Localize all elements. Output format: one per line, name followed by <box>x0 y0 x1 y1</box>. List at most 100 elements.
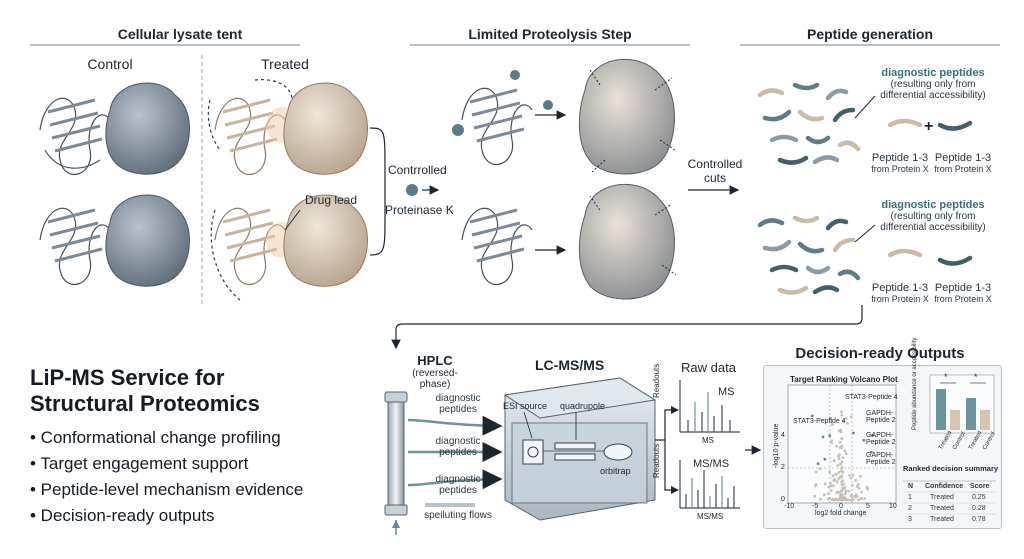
volcano-label-5: GAPDH-Peptide 2 <box>866 452 896 466</box>
surface-treated-top <box>283 82 368 175</box>
lcms-title: LC-MS/MS <box>535 357 605 373</box>
abundance-ylabel: Peptide abundance or accessibility <box>912 337 918 430</box>
hplc-diag-1a: diagnostic <box>435 393 481 404</box>
volcano-xtick-1: -10 <box>784 503 795 510</box>
service-title-1: LiP-MS Service for <box>30 365 225 390</box>
hplc-diag-2a: diagnostic <box>435 436 481 447</box>
volcano-label-3: GAPDH-Peptide 2 <box>866 410 896 424</box>
pep-label-3: Peptide 1-3 <box>871 282 929 294</box>
summary-r2-score: 0.28 <box>972 505 986 512</box>
ms-spectrum <box>679 380 740 433</box>
summary-h-score: Score <box>970 483 990 490</box>
lcms-orbi: orbitrap <box>600 466 631 476</box>
header-lip-step: Limited Proteolysis Step <box>468 26 632 42</box>
outputs-panel <box>763 365 1002 529</box>
hplc-diag-2b: peptides <box>439 447 477 458</box>
lip-surface-bottom <box>578 184 675 300</box>
diag-title-bottom: diagnostic peptides <box>881 199 985 211</box>
volcano-ylabel: -log10 p-value <box>773 423 780 468</box>
volcano-xtick-4: 5 <box>866 503 870 510</box>
cuts-line1: Controlled <box>687 157 743 171</box>
summary-h-n: N <box>908 483 914 490</box>
service-title-2: Structural Proteomics <box>30 391 260 416</box>
hplc-diag-1b: peptides <box>439 404 477 415</box>
lcms-quad: quadrupole <box>560 401 606 411</box>
service-bullet-2: • Target engagement support <box>30 454 249 473</box>
cuts-line2: cuts <box>703 171 726 185</box>
lcms-esi: ESI source <box>503 401 548 411</box>
service-bullet-3: • Peptide-level mechanism evidence <box>30 480 304 499</box>
volcano-xtick-5: 10 <box>889 503 897 510</box>
ribbon-treated-top <box>207 79 293 176</box>
volcano-ytick-3: 4 <box>781 432 785 439</box>
raw-msms-label: MS/MS <box>693 458 730 470</box>
diag-sub1-top: (resulting only from <box>890 79 976 90</box>
hplc-diag-3b: peptides <box>439 485 477 496</box>
surface-control-bottom <box>105 194 190 287</box>
ribbon-control-bottom <box>39 207 111 286</box>
abundance-sig-1: * <box>944 372 948 382</box>
hplc-diag-3a: diagnostic <box>435 474 481 485</box>
pep-from-4: from Protein X <box>934 294 992 304</box>
lip-surface-top <box>578 59 675 175</box>
raw-msms-axis: MS/MS <box>697 512 724 521</box>
summary-title: Ranked decision summary <box>903 464 999 473</box>
proteinase-glyph <box>406 184 418 196</box>
hplc-sub: (reversed-phase) <box>412 368 458 390</box>
ribbon-control-top <box>39 97 111 176</box>
volcano-xtick-3: 0 <box>839 503 843 510</box>
hplc-flows: speiluting flows <box>424 510 492 521</box>
summary-r3-n: 3 <box>908 516 912 523</box>
pep-from-2: from Protein X <box>934 164 992 174</box>
diag-sub2-bottom: differential accessibility) <box>880 222 986 233</box>
label-treated: Treated <box>261 56 309 72</box>
raw-ms-label: MS <box>718 386 735 398</box>
volcano-label-2: STAT3-Peptide 4 <box>845 394 898 401</box>
label-control: Control <box>87 56 133 72</box>
msms-spectrum <box>679 460 740 509</box>
ribbon-treated-bottom <box>210 207 286 301</box>
diag-sub1-bottom: (resulting only from <box>890 211 976 222</box>
summary-r2-conf: Treated <box>930 505 954 512</box>
service-bullet-1: • Conformational change profiling <box>30 428 281 447</box>
summary-r2-n: 2 <box>908 505 912 512</box>
lcms-instrument <box>503 377 657 521</box>
pep-from-1: from Protein X <box>871 164 929 174</box>
hplc-title: HPLC <box>417 353 453 368</box>
service-bullet-4: • Decision-ready outputs <box>30 506 215 525</box>
raw-title: Raw data <box>681 360 736 375</box>
header-lysate: Cellular lysate tent <box>117 26 243 42</box>
volcano-ytick-2: 2 <box>781 464 785 471</box>
plus-sign: + <box>924 118 934 135</box>
pep-label-2: Peptide 1-3 <box>934 152 992 164</box>
peptide-cluster-top <box>757 82 861 165</box>
summary-r1-conf: Treated <box>930 494 954 501</box>
volcano-ytick-1: 0 <box>781 496 785 503</box>
diag-sub2-top: differential accessibility) <box>880 90 986 101</box>
lip-ribbon-top <box>461 87 533 166</box>
volcano-label-4: GAPDH-Peptide 2 <box>866 432 896 446</box>
pep-label-1: Peptide 1-3 <box>871 152 929 164</box>
protease-line2: Proteinase K <box>385 203 454 217</box>
volcano-xlabel: log2 fold change <box>815 510 867 517</box>
raw-readouts-2: Readouts <box>652 443 661 478</box>
volcano-xtick-2: -5 <box>812 503 819 510</box>
header-peptide: Peptide generation <box>806 26 934 42</box>
raw-readouts-1: Readouts <box>652 363 661 398</box>
diag-title-top: diagnostic peptides <box>881 67 985 79</box>
abundance-sig-2: * <box>974 372 978 382</box>
surface-control-top <box>105 82 190 175</box>
peptide-cluster-bottom <box>757 215 861 295</box>
summary-r1-score: 0.25 <box>972 494 986 501</box>
volcano-label-1: STAT3-Peptide 4 <box>793 418 846 425</box>
summary-r3-conf: Treated <box>930 516 954 523</box>
surface-treated-bottom <box>283 194 368 287</box>
label-drug-lead: Drug lead <box>305 193 358 207</box>
pep-label-4: Peptide 1-3 <box>934 282 992 294</box>
summary-r3-score: 0.78 <box>972 516 986 523</box>
hplc-column <box>387 394 405 514</box>
volcano-title: Target Ranking Volcano Plot <box>790 375 898 384</box>
protease-line1: Contrrolled <box>388 163 447 177</box>
summary-r1-n: 1 <box>908 494 912 501</box>
